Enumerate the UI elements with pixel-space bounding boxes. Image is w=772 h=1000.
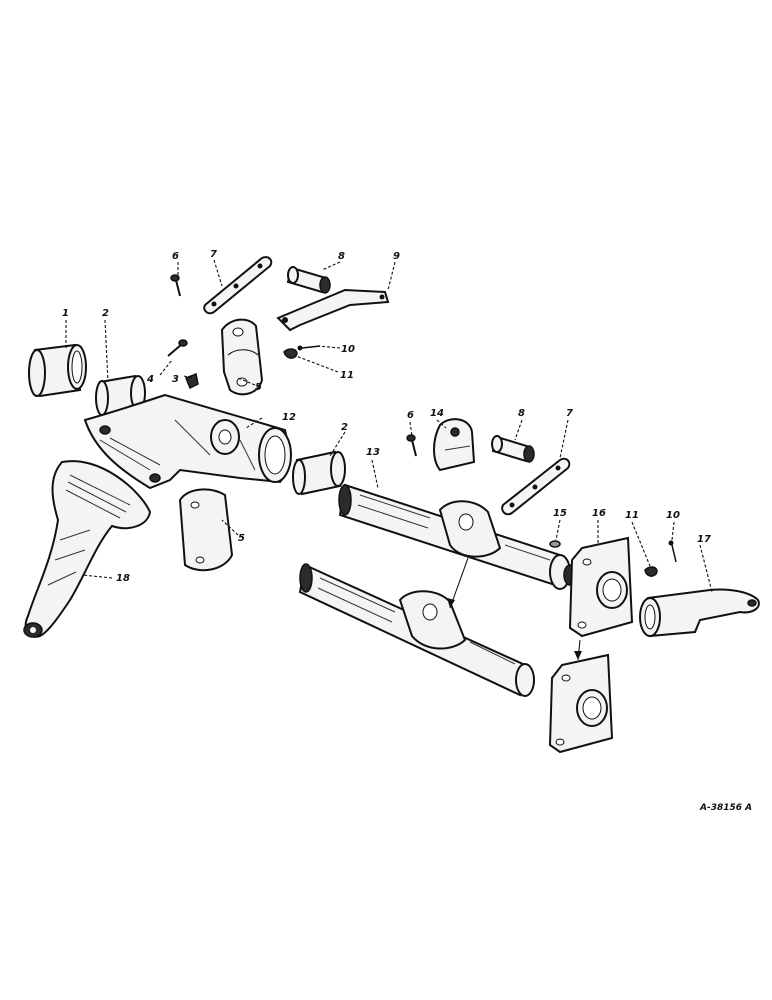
part-14-bracket bbox=[433, 418, 476, 472]
callout-15: 15 bbox=[553, 508, 567, 519]
callout-3: 3 bbox=[172, 374, 179, 385]
callout-6: 6 bbox=[407, 410, 414, 421]
part-16-block-upper bbox=[568, 536, 634, 638]
part-3-washer bbox=[185, 372, 199, 390]
callout-1: 1 bbox=[62, 308, 69, 319]
callout-6: 6 bbox=[172, 251, 179, 262]
callout-10: 10 bbox=[666, 510, 680, 521]
drawing-reference-number: A-38156 A bbox=[699, 803, 752, 813]
callout-7: 7 bbox=[566, 408, 573, 419]
callout-12: 12 bbox=[282, 412, 296, 423]
callout-2: 2 bbox=[341, 422, 348, 433]
callout-16: 16 bbox=[592, 508, 606, 519]
callout-8: 8 bbox=[338, 251, 345, 262]
callout-13: 13 bbox=[366, 447, 380, 458]
part-9-lever bbox=[276, 288, 390, 332]
part-6-screw-lower bbox=[406, 434, 417, 457]
part-13-shaft-upper bbox=[338, 483, 577, 590]
part-16-block-lower bbox=[548, 653, 614, 754]
part-8-pin-upper bbox=[286, 266, 331, 294]
part-11-cotter-upper bbox=[283, 348, 298, 359]
part-11-cotter-lower bbox=[644, 566, 658, 577]
callout-numbers: 1 2 2 3 4 5 5 6 6 7 7 8 8 9 10 10 11 11 … bbox=[62, 249, 711, 584]
part-10-pin-lower bbox=[668, 540, 677, 563]
part-7-link-upper bbox=[203, 256, 273, 315]
callout-2: 2 bbox=[102, 308, 109, 319]
part-6-screw-upper bbox=[170, 274, 181, 297]
part-17-arm bbox=[639, 588, 760, 638]
part-5-clamp-lower bbox=[178, 488, 234, 572]
callout-4: 4 bbox=[146, 374, 154, 385]
part-5-clamp-upper bbox=[220, 318, 264, 396]
callout-10: 10 bbox=[341, 344, 355, 355]
callout-5: 5 bbox=[238, 533, 245, 544]
callout-9: 9 bbox=[393, 251, 400, 262]
part-7-link-lower bbox=[501, 457, 571, 516]
part-10-pin-upper bbox=[297, 345, 321, 351]
part-15-washer bbox=[549, 540, 561, 548]
leader-lines bbox=[65, 259, 713, 593]
part-3-bushing bbox=[292, 450, 346, 496]
callout-5: 5 bbox=[255, 382, 262, 393]
part-4-screw bbox=[167, 339, 188, 357]
part-13-shaft-lower bbox=[298, 563, 535, 697]
assembly-arrows bbox=[447, 557, 582, 661]
callout-18: 18 bbox=[116, 573, 130, 584]
part-8-pin-lower bbox=[491, 435, 535, 463]
callout-17: 17 bbox=[697, 534, 711, 545]
part-12-housing bbox=[83, 393, 292, 490]
callout-7: 7 bbox=[210, 249, 217, 260]
part-18-arm bbox=[23, 460, 152, 638]
part-1-sleeve bbox=[28, 343, 87, 398]
callout-8: 8 bbox=[518, 408, 525, 419]
callout-11: 11 bbox=[625, 510, 639, 521]
callout-14: 14 bbox=[430, 408, 444, 419]
callout-11: 11 bbox=[340, 370, 354, 381]
